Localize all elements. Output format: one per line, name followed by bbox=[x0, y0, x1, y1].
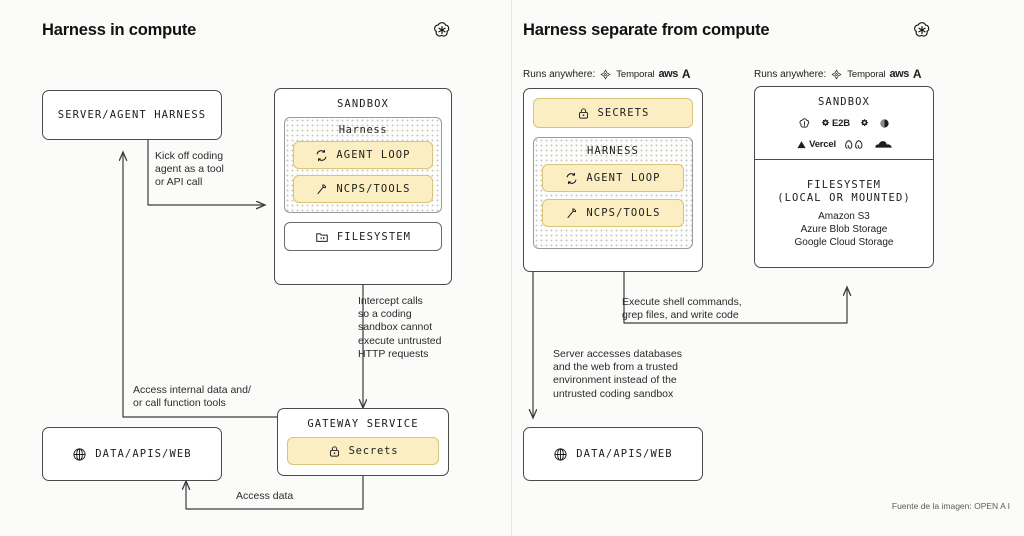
harness-title-right: HARNESS bbox=[587, 145, 639, 157]
gateway-secrets-pill[interactable]: Secrets bbox=[287, 437, 439, 465]
harness-title: Harness bbox=[338, 124, 388, 136]
sandbox-title-right: SANDBOX bbox=[818, 96, 870, 108]
globe-icon bbox=[553, 447, 568, 462]
lock-icon bbox=[577, 107, 590, 120]
note-access-internal: Access internal data and/ or call functi… bbox=[133, 384, 251, 410]
agent-loop-label: AGENT LOOP bbox=[336, 149, 411, 161]
temporal-label-2: Temporal bbox=[847, 68, 886, 80]
note-intercept: Intercept calls so a coding sandbox cann… bbox=[358, 295, 442, 360]
modal-labs-logo-icon bbox=[845, 138, 865, 151]
server-agent-harness-label: SERVER/AGENT HARNESS bbox=[57, 109, 207, 121]
data-apis-web-box-left[interactable]: DATA/APIS/WEB bbox=[42, 427, 222, 481]
data-apis-web-label-left: DATA/APIS/WEB bbox=[95, 448, 192, 460]
gateway-service-title: GATEWAY SERVICE bbox=[307, 418, 419, 430]
temporal-label-1: Temporal bbox=[616, 68, 655, 80]
data-apis-web-label-right: DATA/APIS/WEB bbox=[576, 448, 673, 460]
openai-logo-icon bbox=[912, 20, 932, 40]
data-apis-web-inner-left: DATA/APIS/WEB bbox=[72, 447, 191, 462]
runs-anywhere-left: Runs anywhere: Temporal aws A bbox=[523, 67, 691, 81]
note-execute: Execute shell commands, grep files, and … bbox=[622, 296, 742, 322]
cloudflare-logo-icon bbox=[874, 139, 892, 151]
harness-group: Harness AGENT LOOP NCPS/TOOLS bbox=[284, 117, 442, 213]
server-agent-harness-box[interactable]: SERVER/AGENT HARNESS bbox=[42, 90, 222, 140]
note-kickoff: Kick off coding agent as a tool or API c… bbox=[155, 150, 224, 189]
panel-harness-in-compute: Harness in compute SERVER/AGENT HARNESS … bbox=[42, 20, 452, 502]
filesystem-items-right: Amazon S3 Azure Blob Storage Google Clou… bbox=[794, 210, 894, 248]
runs-anywhere-label-1: Runs anywhere: bbox=[523, 68, 596, 80]
temporal-logo-icon bbox=[599, 68, 612, 81]
aws-logo-icon: aws bbox=[658, 68, 679, 80]
panel-harness-separate-from-compute: Harness separate from compute Runs anywh… bbox=[512, 0, 1024, 536]
secrets-pill[interactable]: SECRETS bbox=[533, 98, 693, 128]
harness-outer-box[interactable]: SECRETS HARNESS AGENT LOOP bbox=[523, 88, 703, 272]
harness-group-right: HARNESS AGENT LOOP NCPS/TOOLS bbox=[533, 137, 693, 249]
page-title-right: Harness separate from compute bbox=[523, 21, 770, 39]
hammer-icon bbox=[565, 207, 578, 220]
ncps-tools-pill-right[interactable]: NCPS/TOOLS bbox=[542, 199, 684, 227]
note-access-data: Access data bbox=[236, 490, 294, 502]
gateway-service-box[interactable]: GATEWAY SERVICE Secrets bbox=[277, 408, 449, 476]
sandbox-box[interactable]: SANDBOX Harness AGENT LOOP bbox=[274, 88, 452, 285]
filesystem-title-right: FILESYSTEM bbox=[806, 178, 882, 191]
e2b-label: E2B bbox=[832, 118, 850, 129]
provider-row-1: E2B bbox=[798, 117, 890, 130]
folder-icon bbox=[315, 230, 329, 244]
openai-logo-icon bbox=[432, 20, 452, 40]
data-apis-web-box-right[interactable]: DATA/APIS/WEB bbox=[523, 427, 703, 481]
azure-logo-icon: A bbox=[681, 67, 691, 81]
runs-anywhere-right: Runs anywhere: Temporal aws A bbox=[754, 67, 922, 81]
daytona-logo-icon bbox=[859, 118, 870, 129]
filesystem-pill[interactable]: FILESYSTEM bbox=[284, 222, 442, 251]
sandbox-title: SANDBOX bbox=[337, 98, 389, 110]
lock-icon bbox=[328, 445, 341, 458]
azure-logo-icon: A bbox=[912, 67, 922, 81]
provider-row-2: Vercel bbox=[796, 138, 892, 151]
note-server-access: Server accesses databases and the web fr… bbox=[553, 348, 682, 400]
hammer-icon bbox=[315, 183, 328, 196]
temporal-logo-icon bbox=[830, 68, 843, 81]
sandbox-box-right[interactable]: SANDBOX E2B bbox=[754, 86, 934, 268]
openai-logo-icon bbox=[798, 117, 811, 130]
ncps-tools-label-right: NCPS/TOOLS bbox=[586, 207, 661, 219]
modal-logo-icon bbox=[879, 118, 890, 129]
agent-loop-pill-right[interactable]: AGENT LOOP bbox=[542, 164, 684, 192]
secrets-label: SECRETS bbox=[597, 107, 650, 119]
refresh-loop-icon bbox=[315, 149, 328, 162]
runs-anywhere-label-2: Runs anywhere: bbox=[754, 68, 827, 80]
vercel-logo-icon bbox=[796, 139, 807, 150]
aws-logo-icon: aws bbox=[889, 68, 910, 80]
page-title-left: Harness in compute bbox=[42, 21, 197, 39]
agent-loop-label-right: AGENT LOOP bbox=[586, 172, 661, 184]
agent-loop-pill[interactable]: AGENT LOOP bbox=[293, 141, 433, 169]
vercel-label: Vercel bbox=[809, 139, 836, 150]
image-credit: Fuente de la imagen: OPEN A I bbox=[891, 501, 1010, 511]
refresh-loop-icon bbox=[565, 172, 578, 185]
ncps-tools-label: NCPS/TOOLS bbox=[336, 183, 411, 195]
panel-divider bbox=[511, 0, 512, 536]
filesystem-label: FILESYSTEM bbox=[336, 230, 412, 243]
e2b-logo-icon bbox=[820, 118, 831, 129]
data-apis-web-inner-right: DATA/APIS/WEB bbox=[553, 447, 672, 462]
globe-icon bbox=[72, 447, 87, 462]
filesystem-subtitle-right: (LOCAL OR MOUNTED) bbox=[777, 191, 911, 204]
gateway-secrets-label: Secrets bbox=[348, 445, 399, 457]
ncps-tools-pill[interactable]: NCPS/TOOLS bbox=[293, 175, 433, 203]
